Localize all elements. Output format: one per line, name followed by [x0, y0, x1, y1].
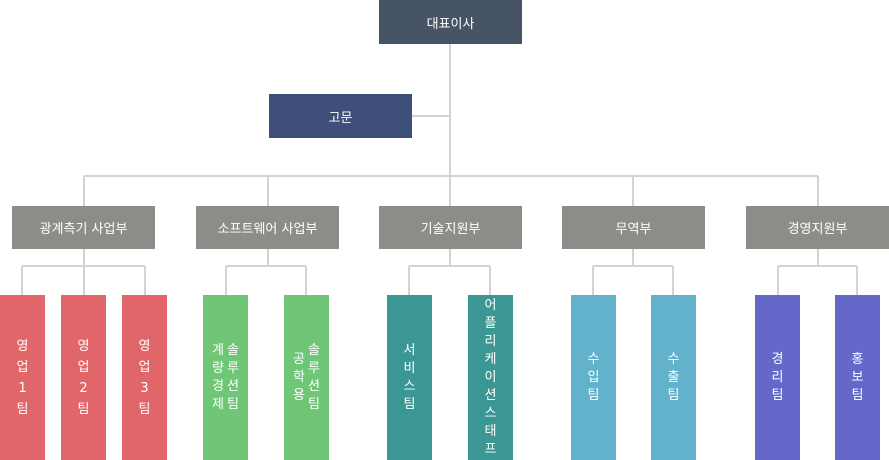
ceo-label: 대표이사 [426, 16, 475, 32]
division-software: 소프트웨어 사업부 [196, 206, 339, 249]
division-optical-instruments: 광계측기 사업부 [12, 206, 155, 249]
ceo-node: 대표이사 [379, 0, 522, 44]
division-label: 소프트웨어 사업부 [217, 222, 318, 237]
division-label: 경영지원부 [787, 222, 848, 237]
division-label: 광계측기 사업부 [39, 222, 128, 237]
advisor-node: 고문 [269, 94, 412, 138]
division-trade: 무역부 [562, 206, 705, 249]
division-label: 기술지원부 [420, 222, 481, 237]
division-tech-support: 기술지원부 [379, 206, 522, 249]
division-management-support: 경영지원부 [746, 206, 889, 249]
division-label: 무역부 [615, 222, 652, 237]
advisor-label: 고문 [328, 110, 353, 126]
